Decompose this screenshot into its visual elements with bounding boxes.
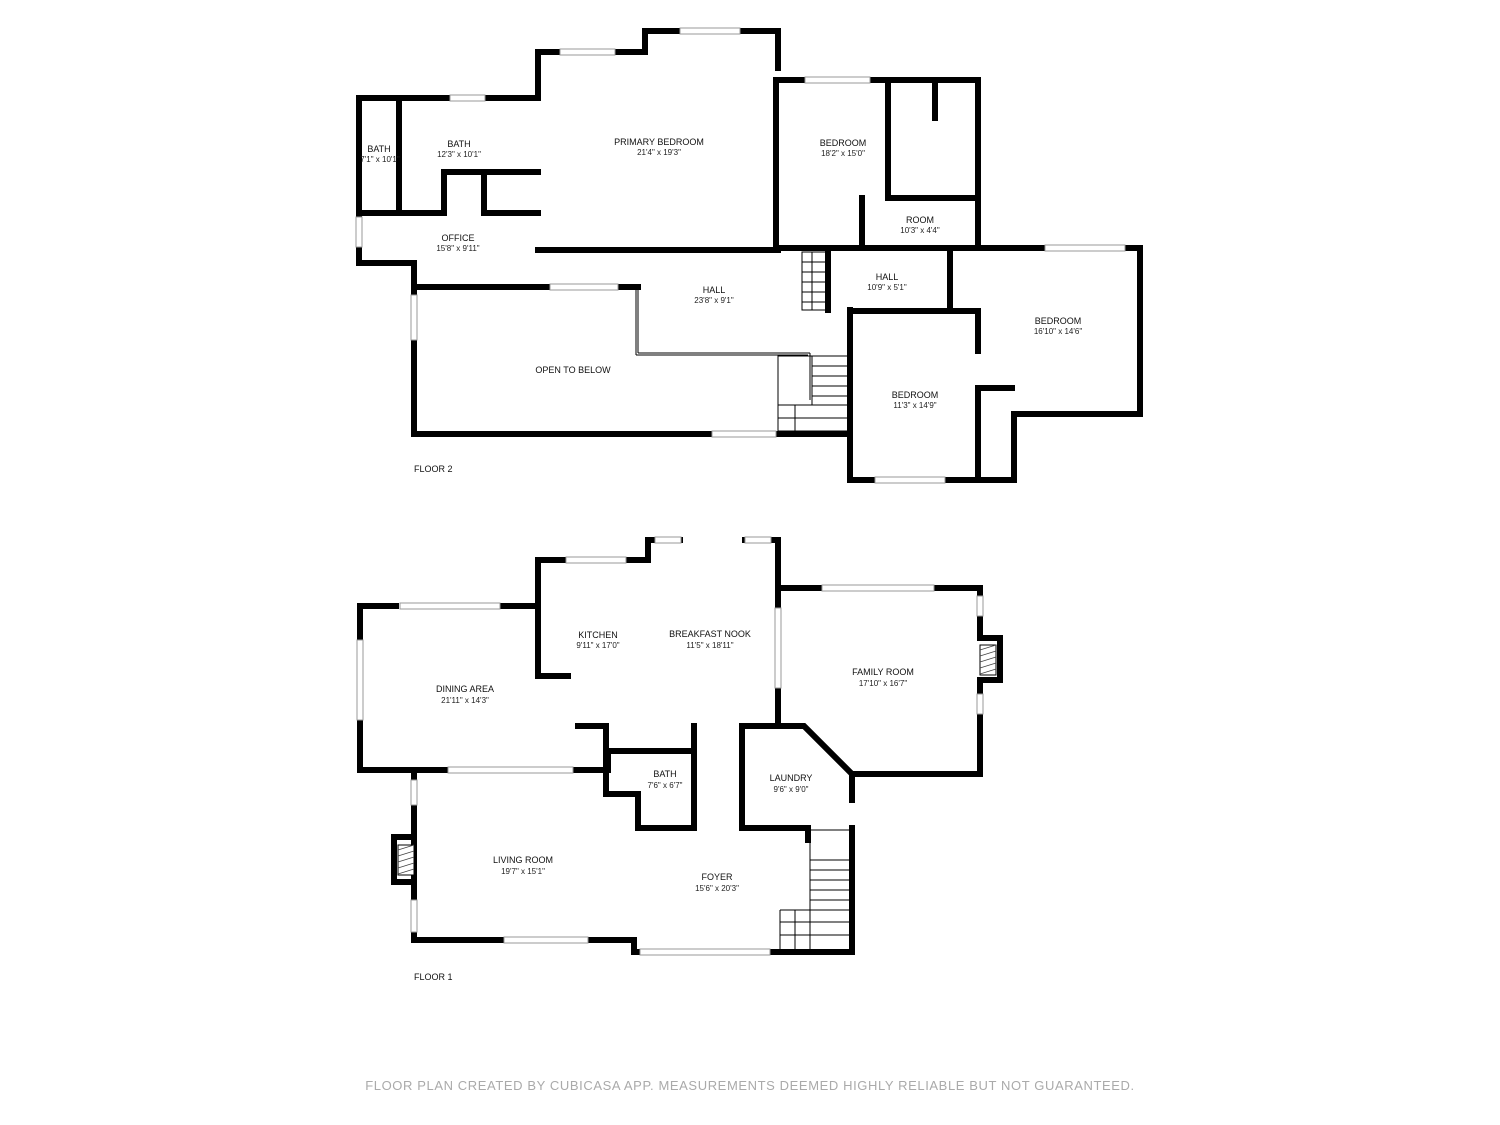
room-dims: 17'10" x 16'7" <box>859 679 907 688</box>
room-dims: 21'11" x 14'3" <box>441 696 489 705</box>
room-dims: 15'8" x 9'11" <box>436 244 479 253</box>
room-name: LAUNDRY <box>770 773 813 783</box>
room-name: KITCHEN <box>578 630 618 640</box>
room-name: ROOM <box>906 215 934 225</box>
room-dims: 7'6" x 6'7" <box>648 781 683 790</box>
room-name: BATH <box>653 769 676 779</box>
room-dims: 19'7" x 15'1" <box>501 867 545 876</box>
room-dims: 12'3" x 10'1" <box>437 150 481 159</box>
room-dims: 21'4" x 19'3" <box>637 148 681 157</box>
room-dims: 11'5" x 18'11" <box>686 641 733 650</box>
room-name: BEDROOM <box>892 390 939 400</box>
floor-1-windows <box>356 536 984 956</box>
room-dims: 15'6" x 20'3" <box>695 884 739 893</box>
room-name: OPEN TO BELOW <box>535 365 611 375</box>
room-name: FOYER <box>701 872 733 882</box>
room-name: BREAKFAST NOOK <box>669 629 751 639</box>
floor-label: FLOOR 2 <box>414 464 453 474</box>
room-dims: 9'11" x 17'0" <box>576 641 619 650</box>
floor-2-windows <box>355 27 1126 484</box>
floor-2-stairs <box>777 251 849 432</box>
room-name: HALL <box>876 272 899 282</box>
room-dims: 18'2" x 15'0" <box>821 149 865 158</box>
room-name: LIVING ROOM <box>493 855 553 865</box>
room-name: BEDROOM <box>1035 316 1082 326</box>
room-dims: 9'6" x 9'0" <box>774 785 809 794</box>
floor-1-fireplaces <box>397 644 997 876</box>
floor-label: FLOOR 1 <box>414 972 453 982</box>
room-dims: 7'1" x 10'1" <box>360 155 400 164</box>
room-name: PRIMARY BEDROOM <box>614 137 704 147</box>
floor-1-plan: KITCHEN 9'11" x 17'0" BREAKFAST NOOK 11'… <box>356 536 1003 982</box>
floor-1-stairs <box>779 829 851 951</box>
room-dims: 10'9" x 5'1" <box>867 283 907 292</box>
room-dims: 23'8" x 9'1" <box>694 296 734 305</box>
room-name: DINING AREA <box>436 684 494 694</box>
room-name: OFFICE <box>442 233 475 243</box>
room-name: HALL <box>703 285 726 295</box>
floor-1-walls <box>357 537 1003 955</box>
floor-1-labels: KITCHEN 9'11" x 17'0" BREAKFAST NOOK 11'… <box>414 629 914 982</box>
room-name: FAMILY ROOM <box>852 667 914 677</box>
room-name: BATH <box>447 139 470 149</box>
room-name: BATH <box>367 144 390 154</box>
room-name: BEDROOM <box>820 138 867 148</box>
footer-disclaimer: FLOOR PLAN CREATED BY CUBICASA APP. MEAS… <box>365 1078 1135 1093</box>
room-dims: 16'10" x 14'6" <box>1034 327 1082 336</box>
room-dims: 10'3" x 4'4" <box>900 226 940 235</box>
floor-2-plan: BATH 7'1" x 10'1" BATH 12'3" x 10'1" PRI… <box>355 27 1143 484</box>
room-dims: 11'3" x 14'9" <box>893 401 936 410</box>
floor-2-labels: BATH 7'1" x 10'1" BATH 12'3" x 10'1" PRI… <box>360 137 1082 474</box>
